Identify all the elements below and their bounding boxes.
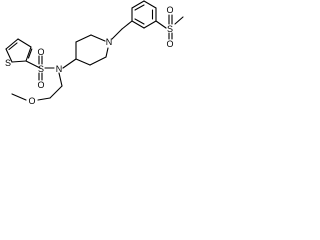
benzyl-group [111,20,133,40]
methoxyethyl-chain [11,72,63,101]
bond-ar-2 [131,0,145,9]
bond-c5-c6 [75,34,92,43]
atom-n-piperidine: N [106,37,113,47]
bond-c6-n [90,34,106,42]
bond-n-ch2 [111,28,123,40]
bond-ch2-o [37,97,51,101]
atom-o-sulfonyl-right-top: O [166,5,173,15]
bond-c4-c3 [75,58,91,66]
bond-thiophene-c5-s [5,48,13,63]
atom-s-sulfonyl-left: S [38,64,44,74]
bond-thiophene-c4-c5-double [8,42,18,51]
bond-ch2-aryl [121,20,133,30]
bond-o-ch3 [11,93,27,101]
bond-thiophene-c2-c3 [25,46,32,62]
piperidine-ring [62,34,109,69]
bond-ar-5 [143,20,157,29]
atom-o-methoxy: O [28,96,35,106]
left-sulfonyl-group [25,55,55,81]
bond-s-ch3 [174,16,184,25]
bond-ar-6-double [134,18,145,25]
bond-thiophene-c3-c4 [17,38,32,48]
atom-s-sulfonyl-right: S [167,24,173,34]
atom-o-sulfonyl-left-bottom: O [37,80,44,90]
bond-n-ch2 [58,72,63,87]
thiophene-ring [5,38,33,63]
bond-c2-n [105,47,109,58]
bond-n-c4 [62,58,77,69]
bond-c2-sulfonyl [25,60,41,69]
atom-n-sulfonamide: N [56,64,63,74]
bond-c3-c2 [89,56,107,66]
bond-thiophene-s-c2 [11,60,27,63]
benzene-ring [131,0,157,29]
bond-aryl-s [155,20,167,29]
atom-labels: S S O O N O N S O O [5,5,174,106]
atom-o-sulfonyl-right-bottom: O [166,39,173,49]
bond-ar-3 [143,0,157,9]
bond-thiophene-c4-c5 [5,38,19,50]
atom-s-thiophene: S [5,58,11,68]
bond-ar-6 [131,20,145,29]
atom-o-sulfonyl-left-top: O [37,47,44,57]
bond-ch2-ch2 [49,85,63,99]
bond-thiophene-c2-c3-double [27,48,33,59]
right-sulfonyl-group [155,14,184,40]
bond-ar-2-double [134,4,145,11]
molecule-structure: S S O O N O N S O O [5,0,184,106]
